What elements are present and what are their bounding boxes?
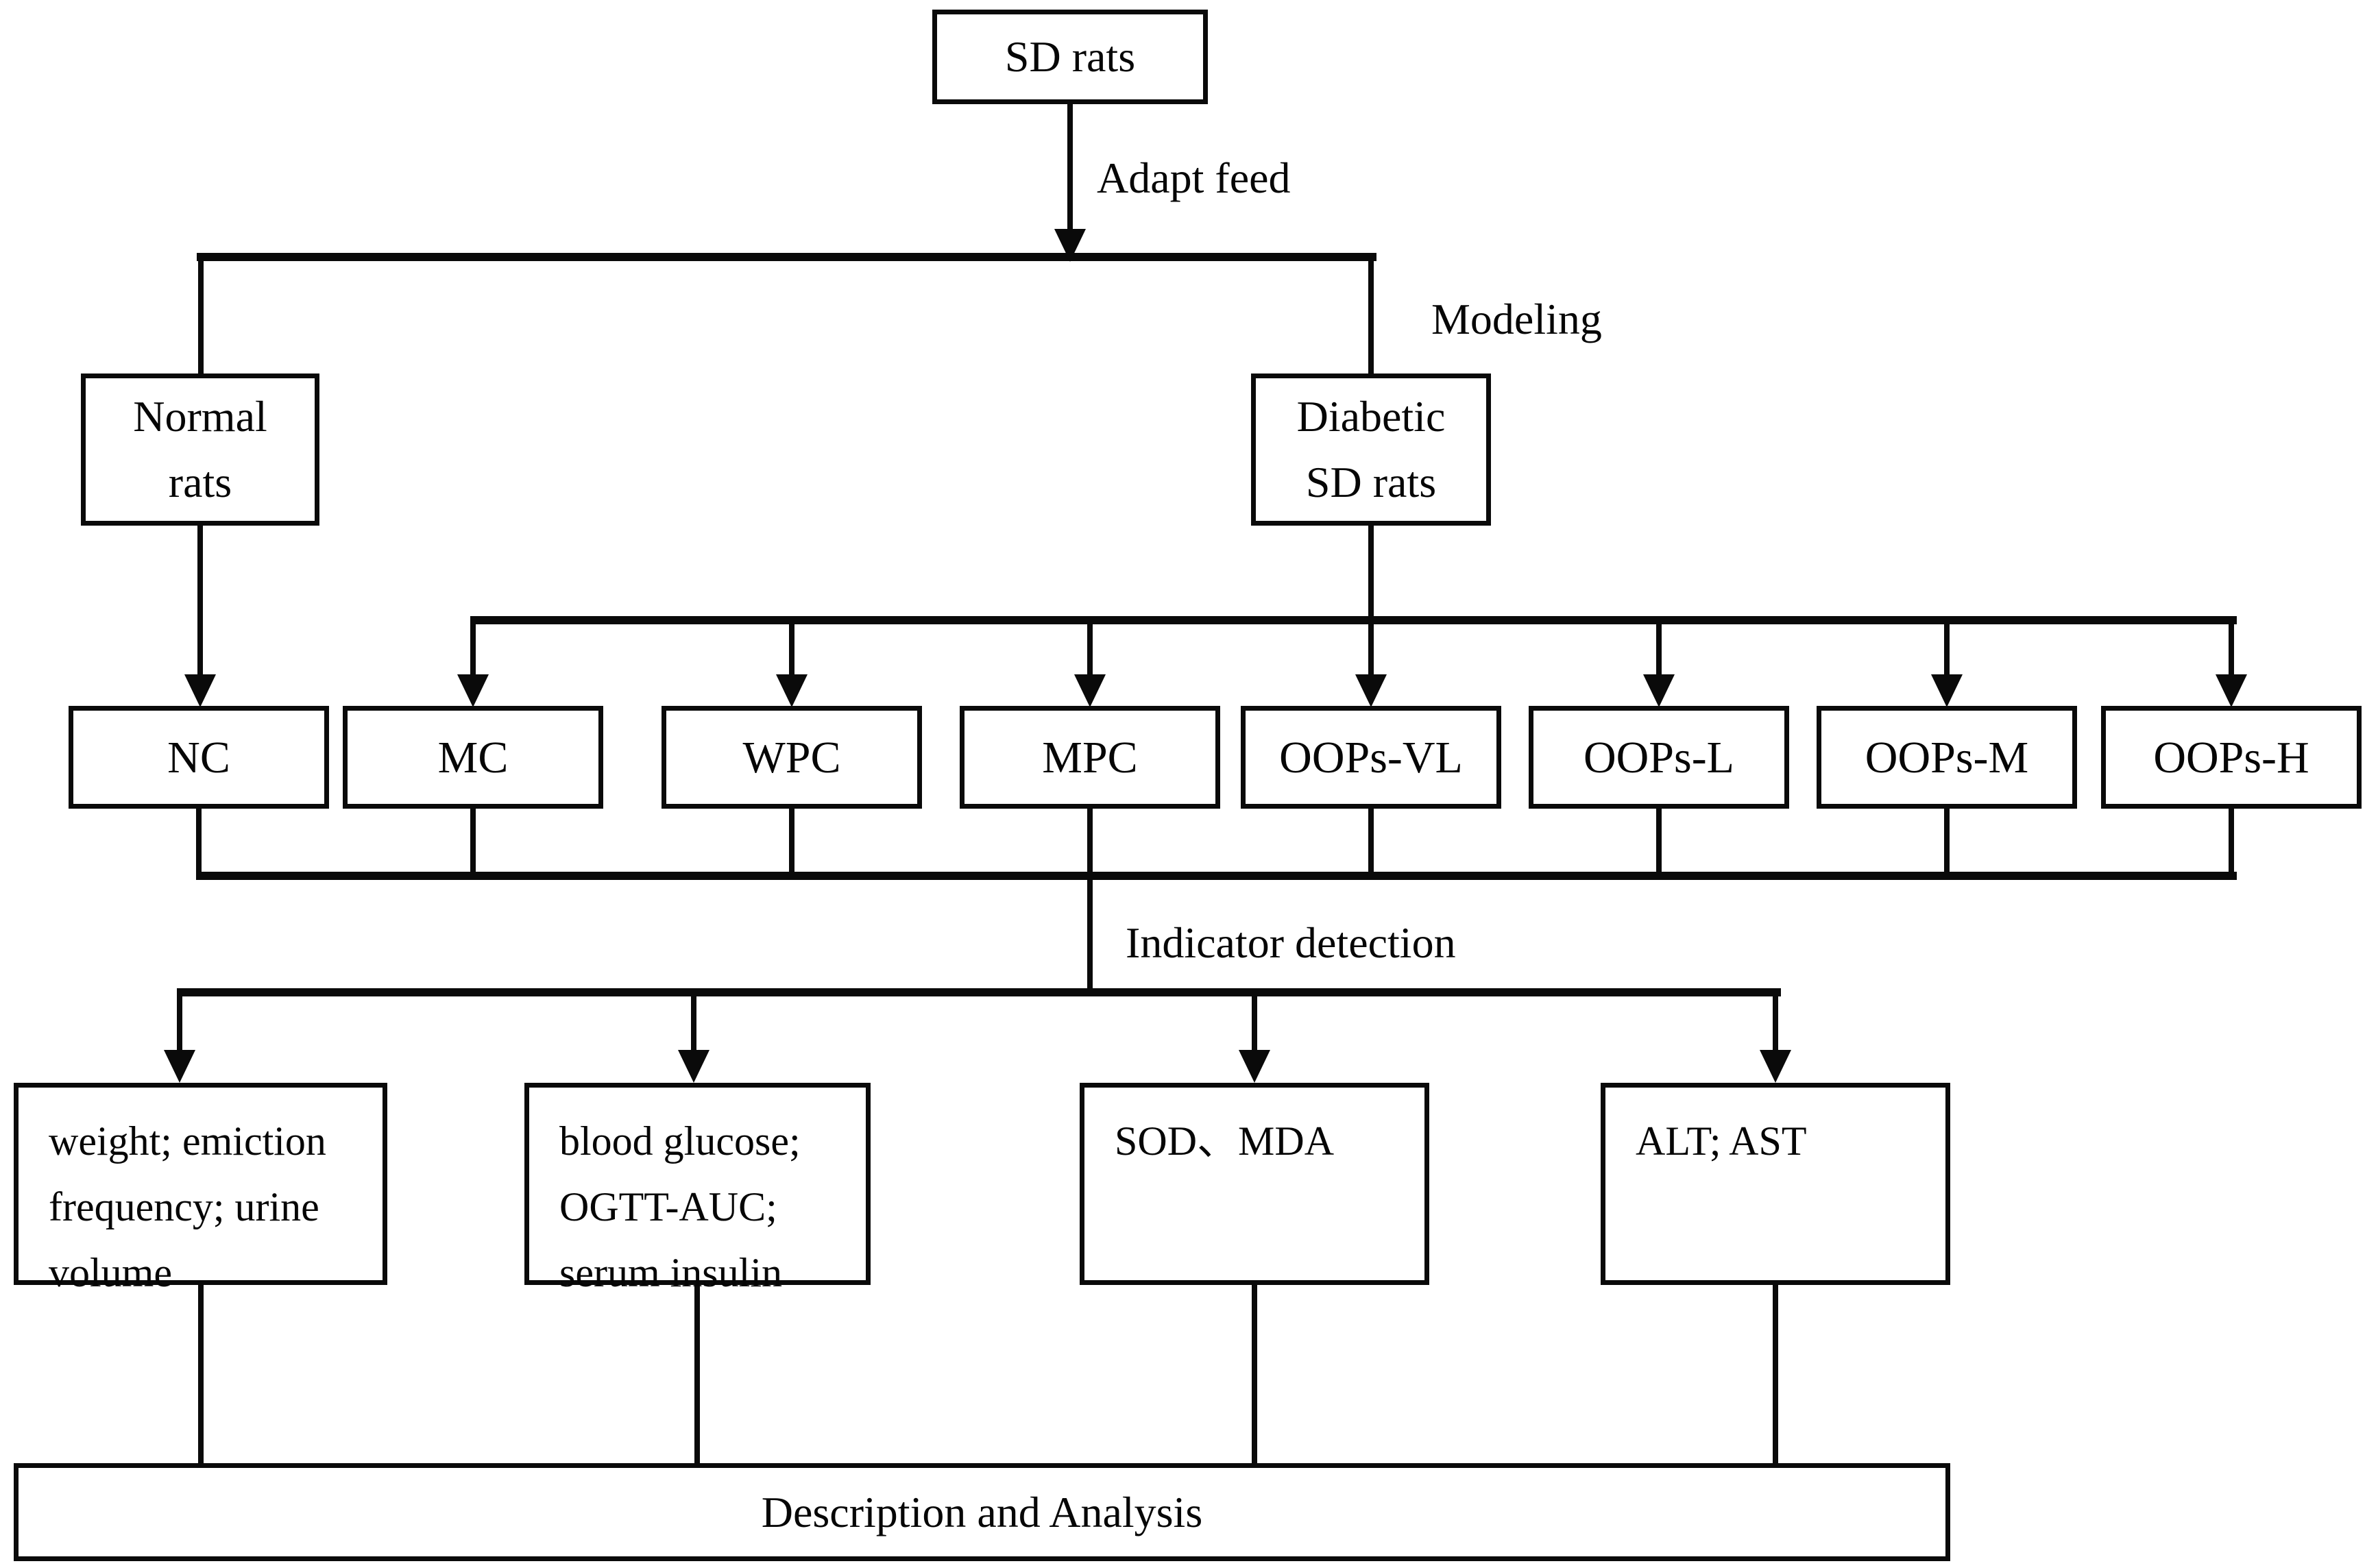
- arrowhead-down-icon: [457, 674, 489, 707]
- connector-line: [1368, 809, 1374, 880]
- connector-line: [198, 253, 204, 373]
- node-mpc: MPC: [960, 706, 1220, 809]
- connector-line: [1087, 624, 1093, 676]
- connector-line: [470, 809, 476, 880]
- connector-line: [1368, 253, 1374, 373]
- node-normal-rats: Normal rats: [81, 373, 319, 526]
- connector-line: [1656, 624, 1662, 676]
- connector-line: [470, 616, 2237, 624]
- connector-line: [1944, 624, 1950, 676]
- node-oops-vl: OOPs-VL: [1241, 706, 1501, 809]
- connector-line: [1773, 996, 1778, 1051]
- connector-line: [1773, 1285, 1778, 1467]
- connector-line: [1368, 624, 1374, 676]
- arrowhead-down-icon: [776, 674, 808, 707]
- arrowhead-down-icon: [164, 1050, 195, 1083]
- connector-line: [197, 526, 203, 676]
- label-indicator-detection: Indicator detection: [1126, 918, 1456, 967]
- connector-line: [789, 624, 794, 676]
- arrowhead-down-icon: [1239, 1050, 1270, 1083]
- connector-line: [1252, 1285, 1257, 1467]
- node-description-analysis: Description and Analysis: [14, 1463, 1950, 1561]
- arrowhead-down-icon: [1054, 229, 1086, 262]
- arrowhead-down-icon: [678, 1050, 709, 1083]
- connector-line: [2229, 809, 2234, 880]
- connector-line: [196, 809, 202, 880]
- arrowhead-down-icon: [1931, 674, 1963, 707]
- arrowhead-down-icon: [1760, 1050, 1791, 1083]
- connector-line: [197, 253, 1376, 261]
- connector-line: [470, 624, 476, 676]
- node-nc: NC: [69, 706, 329, 809]
- connector-line: [196, 872, 2237, 880]
- arrowhead-down-icon: [1355, 674, 1387, 707]
- connector-line: [1656, 809, 1662, 880]
- connector-line: [1087, 809, 1093, 880]
- node-indicators-glucose: blood glucose; OGTT-AUC; serum insulin: [524, 1083, 871, 1295]
- connector-line: [177, 996, 182, 1051]
- node-indicators-weight: weight; emiction frequency; urine volume: [14, 1083, 387, 1295]
- arrowhead-down-icon: [2216, 674, 2247, 707]
- connector-line: [177, 988, 1781, 996]
- label-adapt-feed: Adapt feed: [1097, 154, 1291, 202]
- node-sd-rats: SD rats: [932, 10, 1208, 104]
- arrowhead-down-icon: [1074, 674, 1106, 707]
- arrowhead-down-icon: [184, 674, 216, 707]
- node-oops-m: OOPs-M: [1817, 706, 2077, 809]
- connector-line: [1944, 809, 1950, 880]
- connector-line: [198, 1285, 204, 1467]
- node-oops-l: OOPs-L: [1529, 706, 1789, 809]
- node-wpc: WPC: [662, 706, 922, 809]
- connector-line: [1368, 526, 1374, 624]
- node-indicators-sod-mda: SOD、MDA: [1080, 1083, 1429, 1285]
- label-modeling: Modeling: [1431, 295, 1602, 343]
- connector-line: [691, 996, 696, 1051]
- node-oops-h: OOPs-H: [2101, 706, 2362, 809]
- connector-line: [2229, 624, 2234, 676]
- connector-line: [1067, 104, 1073, 230]
- connector-line: [1087, 880, 1093, 992]
- node-diabetic-sd-rats: Diabetic SD rats: [1251, 373, 1491, 526]
- connector-line: [789, 809, 794, 880]
- connector-line: [694, 1285, 700, 1467]
- connector-line: [1252, 996, 1257, 1051]
- node-indicators-alt-ast: ALT; AST: [1601, 1083, 1950, 1285]
- node-mc: MC: [343, 706, 603, 809]
- arrowhead-down-icon: [1643, 674, 1675, 707]
